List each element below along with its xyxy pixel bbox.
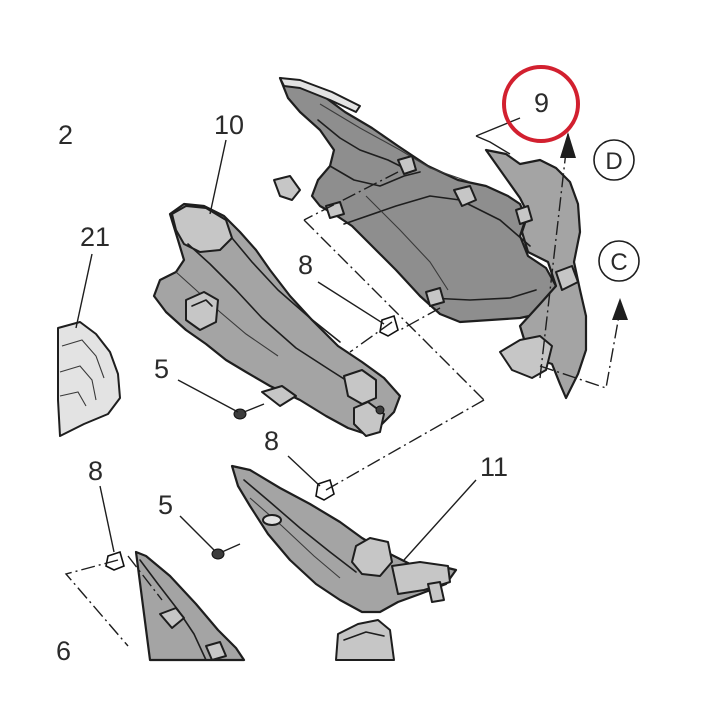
clip-8-middle	[315, 478, 335, 501]
arrow-to-d	[560, 132, 576, 158]
assembly-lines	[64, 133, 621, 647]
screw-5-lower	[211, 543, 241, 560]
leader-lines	[75, 117, 521, 561]
callout-5-lower: 5	[158, 490, 173, 520]
callout-10: 10	[214, 110, 244, 140]
part-11-lower-panel	[230, 464, 458, 614]
reference-c: C	[598, 240, 640, 282]
reference-d-label: D	[605, 148, 622, 175]
callout-2: 2	[58, 120, 73, 150]
screw-5-upper	[233, 403, 265, 420]
callout-8-lower: 8	[88, 456, 103, 486]
part-9-upper-fairing-panel	[273, 76, 588, 400]
clip-8-upper	[379, 314, 399, 337]
callout-8-upper: 8	[298, 250, 313, 280]
callout-11: 11	[480, 452, 508, 482]
arrow-to-c	[612, 298, 628, 320]
callout-5-upper: 5	[154, 354, 169, 384]
lower-bracket-partial	[335, 619, 395, 661]
part-10-side-panel	[152, 202, 402, 437]
part-21-partial-component	[57, 321, 121, 437]
reference-c-label: C	[610, 249, 627, 276]
reference-d: D	[593, 139, 635, 181]
callout-6: 6	[56, 636, 71, 666]
part-6-lower-side-panel	[134, 550, 246, 662]
callout-8-middle: 8	[264, 426, 279, 456]
callout-21: 21	[80, 222, 110, 252]
highlight-circle	[502, 65, 580, 143]
callout-9: 9	[534, 88, 549, 118]
